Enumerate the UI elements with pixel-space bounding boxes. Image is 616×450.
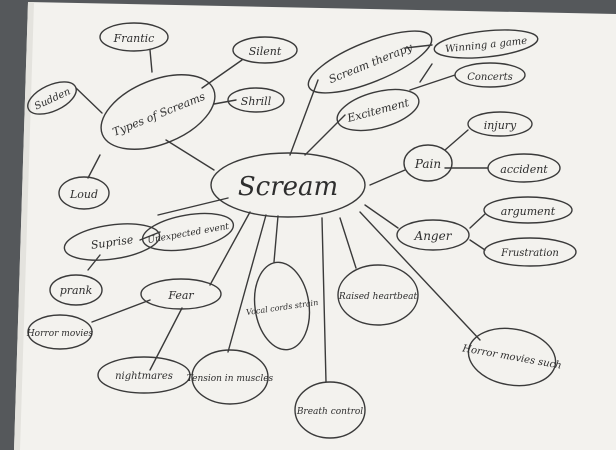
node-argument: argument [483,196,573,224]
node-accident: accident [487,153,561,183]
node-injury: injury [467,111,533,137]
node-frustration-label: Frustration [500,248,559,259]
node-center: Scream [210,152,366,218]
node-shrill: Shrill [227,87,285,113]
node-nightmares: nightmares [97,356,191,394]
node-center-label: Scream [238,172,338,202]
node-tension-label: Tension in muscles [187,374,274,384]
node-horror-movies-left: Horror movies [26,314,94,350]
node-prank-label: prank [60,284,93,297]
node-tension-in-muscles: Tension in muscles [187,349,274,405]
node-frustration: Frustration [483,237,577,267]
node-prank: prank [49,274,103,306]
node-frantic: Frantic [99,22,169,52]
node-horror-left-label: Horror movies [26,329,94,339]
node-nightmares-label: nightmares [115,371,173,382]
node-pain-label: Pain [414,157,441,171]
node-heartbeat-label: Raised heartbeat [338,292,418,302]
node-loud: Loud [58,176,110,210]
node-silent: Silent [232,36,298,64]
node-silent-label: Silent [249,45,282,58]
paper-edge-shadow [14,2,34,450]
node-injury-label: injury [484,119,517,132]
node-anger: Anger [396,219,470,251]
node-surprise: Suprise [63,223,161,261]
node-raised-heartbeat: Raised heartbeat [337,264,419,326]
node-argument-label: argument [501,205,556,218]
node-concerts: Concerts [454,62,526,88]
connector-lines [75,44,489,383]
paper-sheet [14,2,616,450]
node-frantic-label: Frantic [113,32,155,45]
node-fear-label: Fear [167,289,194,302]
node-breath-control: Breath control [294,381,366,439]
node-concerts-label: Concerts [467,72,513,83]
node-shrill-label: Shrill [241,95,272,108]
node-surprise-label: Suprise [90,233,134,252]
node-breath-label: Breath control [296,407,363,417]
node-anger-label: Anger [414,229,453,243]
node-accident-label: accident [500,163,548,176]
node-pain: Pain [403,144,453,182]
node-loud-label: Loud [69,188,98,201]
node-fear: Fear [140,278,222,310]
